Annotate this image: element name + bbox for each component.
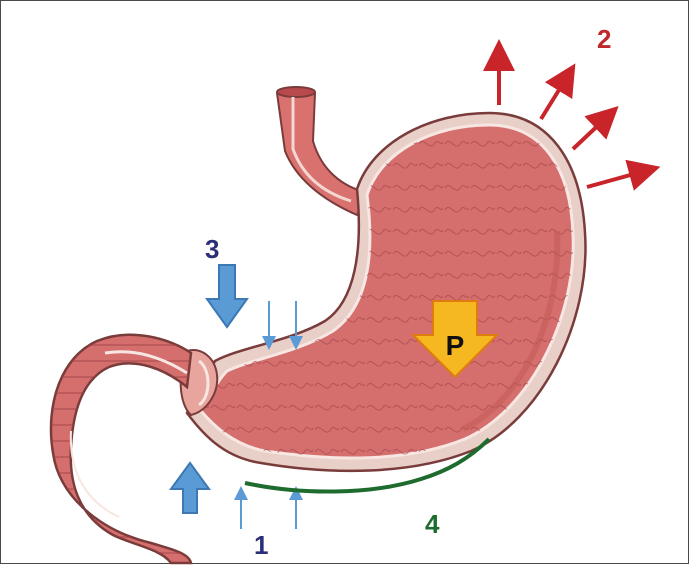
label-4: 4 bbox=[425, 511, 439, 537]
inward-arrow-icon bbox=[171, 463, 209, 513]
outward-arrow-icon bbox=[587, 171, 645, 187]
esophagus bbox=[277, 87, 369, 215]
outward-arrow-icon bbox=[573, 117, 607, 149]
label-3: 3 bbox=[205, 236, 219, 262]
label-2: 2 bbox=[597, 26, 611, 52]
label-1: 1 bbox=[254, 532, 268, 558]
pressure-label: P bbox=[446, 330, 465, 361]
duodenum bbox=[51, 335, 191, 563]
inward-arrow-icon bbox=[207, 265, 247, 327]
outward-arrow-icon bbox=[541, 77, 567, 119]
stomach-body bbox=[187, 113, 585, 471]
